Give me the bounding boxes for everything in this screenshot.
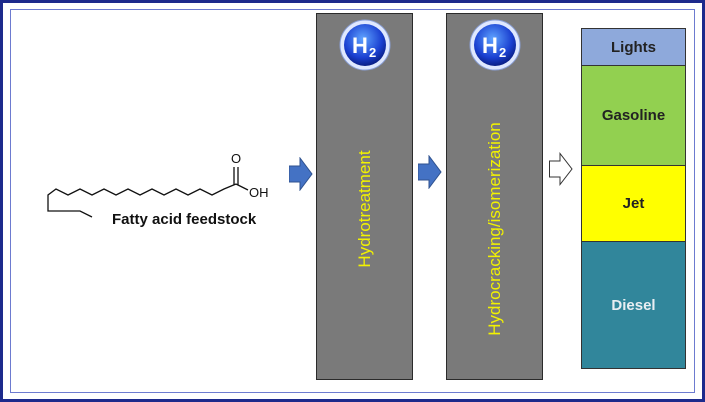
h2-symbol: H: [482, 33, 498, 58]
process-arrow-1: [289, 157, 313, 191]
product-arrow: [549, 152, 573, 186]
hydrotreatment-column: H 2 Hydrotreatment: [316, 13, 413, 380]
hydrogen-h2-icon: H 2: [469, 19, 520, 71]
step-label-hydrocracking: Hydrocracking/isomerization: [484, 122, 504, 336]
product-diesel: Diesel: [581, 241, 686, 369]
h2-symbol: H: [352, 33, 368, 58]
product-jet: Jet: [581, 165, 686, 242]
h2-subscript: 2: [499, 45, 506, 60]
feedstock-label: Fatty acid feedstock: [112, 211, 257, 228]
fatty-acid-structure: O OH: [47, 151, 269, 218]
process-arrow-2: [418, 155, 442, 189]
hydrocracking-column: H 2 Hydrocracking/isomerization: [446, 13, 543, 380]
carbon-chain: [47, 183, 237, 218]
hydroxyl-group: OH: [249, 185, 269, 200]
product-gasoline: Gasoline: [581, 65, 686, 166]
step-label-hydrotreatment: Hydrotreatment: [354, 150, 374, 268]
h2-subscript: 2: [369, 45, 376, 60]
product-lights: Lights: [581, 28, 686, 66]
hydrogen-h2-icon: H 2: [339, 19, 390, 71]
hydroxyl-bond: [235, 183, 249, 191]
carbonyl-oxygen: O: [231, 151, 241, 166]
inner-border: [10, 9, 695, 393]
